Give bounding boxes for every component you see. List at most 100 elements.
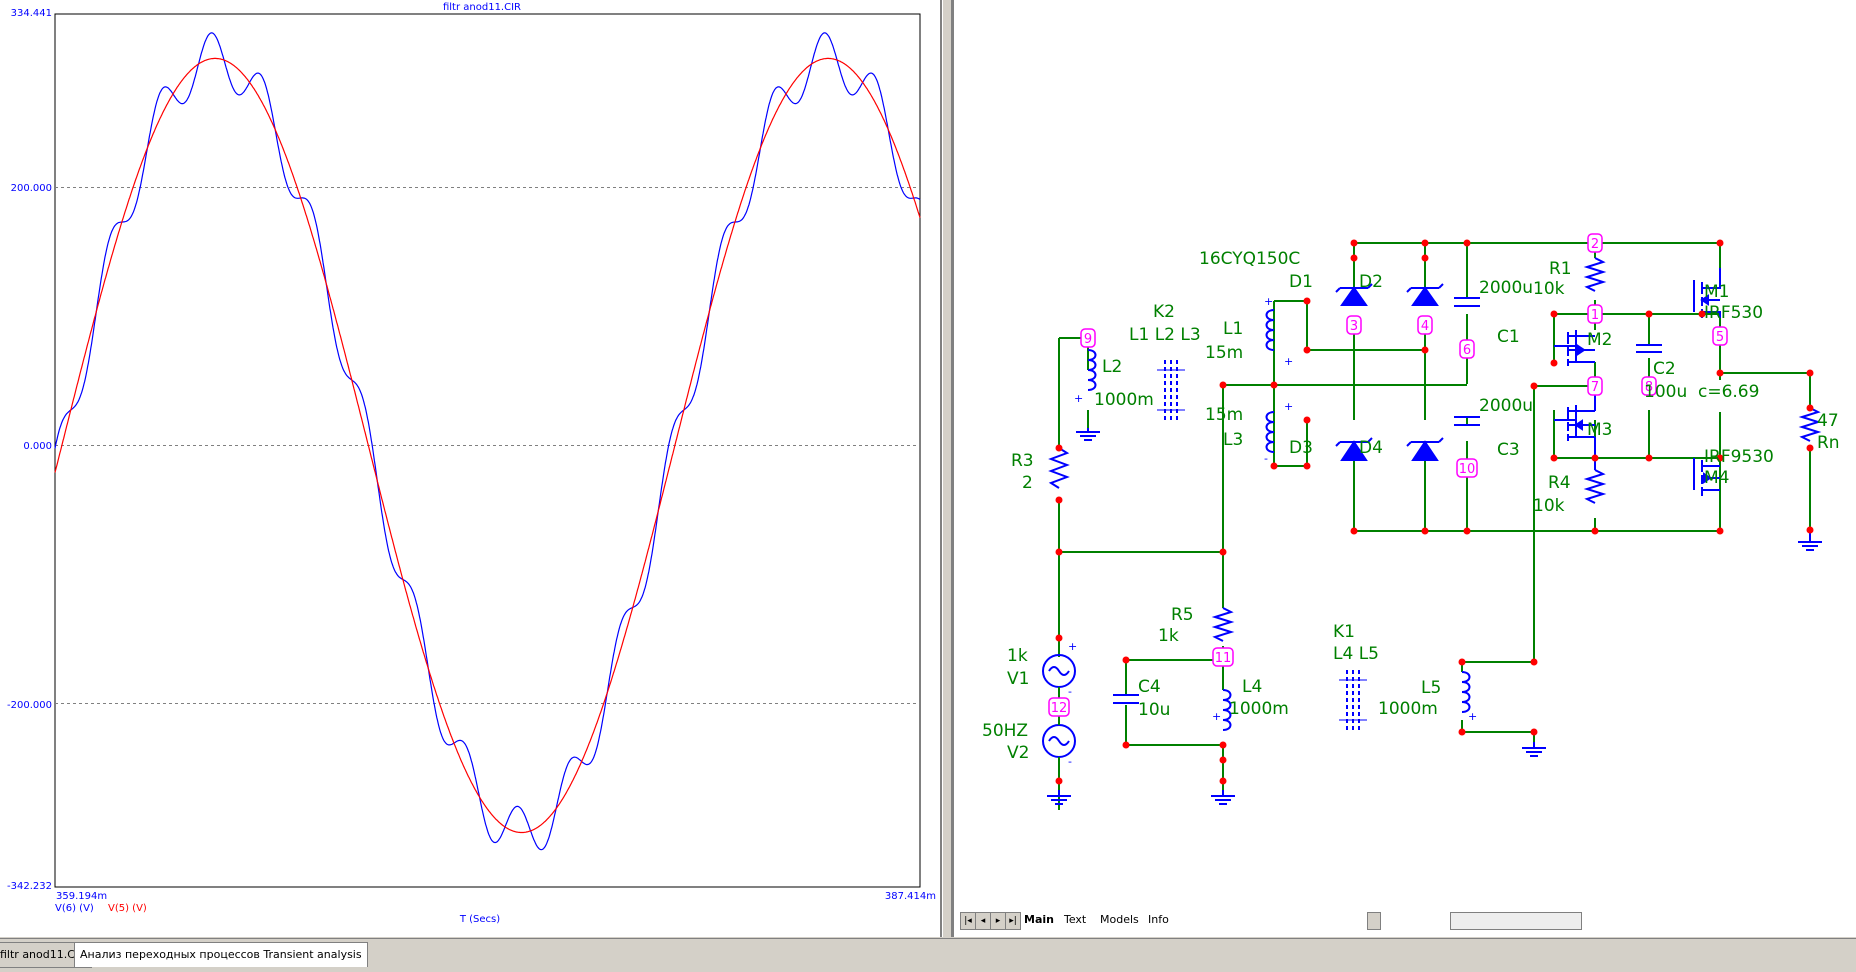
svg-text:8: 8 (1645, 380, 1653, 395)
junction-dot (1530, 658, 1538, 666)
inductor-l5[interactable] (1461, 671, 1471, 713)
svg-text:4: 4 (1421, 319, 1429, 334)
junction-dot (1270, 381, 1278, 389)
junction-dot (1806, 526, 1814, 534)
scroll-left-button[interactable] (1367, 912, 1381, 930)
label-r5: R5 (1171, 605, 1194, 625)
junction-dot (1716, 239, 1724, 247)
junction-dot (1716, 527, 1724, 535)
junction-dot (1458, 728, 1466, 736)
node-marker-2: 2 (1587, 233, 1603, 253)
pane-splitter[interactable] (942, 0, 952, 937)
resistor-r3[interactable] (1048, 447, 1070, 489)
label-r1-value: 10k (1533, 279, 1565, 299)
mosfet-m4[interactable] (1693, 458, 1720, 496)
svg-text:9: 9 (1084, 332, 1092, 347)
voltage-source-v2[interactable] (1042, 724, 1076, 758)
first-tab-button[interactable]: |◂ (960, 912, 976, 930)
label-k1-list: L4 L5 (1333, 644, 1379, 664)
next-tab-button[interactable]: ▸ (990, 912, 1006, 930)
label-l5: L5 (1421, 678, 1441, 698)
mosfet-m3[interactable] (1554, 386, 1596, 470)
svg-text:+: + (1074, 392, 1083, 405)
resistor-r4[interactable] (1583, 469, 1607, 504)
junction-dot (1055, 777, 1063, 785)
junction-dot (1303, 346, 1311, 354)
label-l1-value: 15m (1205, 343, 1243, 363)
doc-tab-transient[interactable]: Анализ переходных процессов Transient an… (74, 942, 368, 967)
label-k2-list: L1 L2 L3 (1129, 325, 1201, 345)
capacitor-c4[interactable] (1113, 694, 1139, 704)
junction-dot (1716, 454, 1724, 462)
node-marker-12: 12 (1048, 697, 1070, 717)
junction-dot (1806, 369, 1814, 377)
junction-dot (1219, 756, 1227, 764)
label-r1: R1 (1549, 259, 1572, 279)
transformer-k1-core[interactable] (1339, 670, 1367, 730)
resistor-rn[interactable] (1798, 407, 1822, 442)
x-start-label: 359.194m (56, 891, 107, 902)
svg-text:6: 6 (1463, 343, 1471, 358)
legend-v5[interactable]: V(5) (V) (108, 903, 147, 914)
inductor-l2[interactable] (1087, 349, 1097, 391)
label-l4: L4 (1242, 677, 1262, 697)
label-l1: L1 (1223, 319, 1243, 339)
prev-tab-button[interactable]: ◂ (975, 912, 991, 930)
y-tick-label: 334.441 (11, 8, 52, 19)
junction-dot (1219, 381, 1227, 389)
tab-info[interactable]: Info (1148, 913, 1169, 926)
junction-dot (1645, 454, 1653, 462)
mosfet-m2[interactable] (1554, 330, 1595, 366)
last-tab-button[interactable]: ▸| (1005, 912, 1021, 930)
inductor-l4[interactable] (1222, 689, 1232, 731)
label-k1: K1 (1333, 622, 1355, 642)
svg-text:+: + (1284, 355, 1293, 368)
junction-dot (1303, 416, 1311, 424)
junction-dot (1645, 310, 1653, 318)
voltage-source-v1[interactable] (1042, 654, 1076, 688)
label-rn-value: 47 (1817, 411, 1839, 431)
junction-dot (1463, 239, 1471, 247)
junction-dot (1055, 548, 1063, 556)
tab-models[interactable]: Models (1100, 913, 1139, 926)
diode-d3[interactable] (1335, 437, 1373, 461)
transformer-k2-core[interactable] (1157, 360, 1185, 420)
legend-v6[interactable]: V(6) (V) (55, 903, 94, 914)
inductor-l1[interactable] (1265, 309, 1275, 351)
svg-text:+: + (1264, 295, 1273, 308)
diode-d4[interactable] (1406, 437, 1444, 461)
diode-d1[interactable] (1335, 283, 1373, 306)
junction-dot (1806, 444, 1814, 452)
gridlines (55, 186, 920, 705)
junction-dot (1350, 254, 1358, 262)
tab-main[interactable]: Main (1024, 913, 1054, 926)
label-r5-value: 1k (1158, 626, 1179, 646)
junction-dot (1122, 741, 1130, 749)
label-c4-value: 10u (1138, 700, 1170, 720)
svg-text:-: - (1068, 755, 1072, 768)
tab-text[interactable]: Text (1064, 913, 1087, 926)
resistor-r5[interactable] (1211, 607, 1235, 642)
node-marker-11: 11 (1212, 647, 1234, 667)
document-tab-bar: filtr anod11.CIR Анализ переходных проце… (0, 938, 1856, 972)
component-labels: 16CYQ150C D1 D2 K2 L1 L2 L3 L1 15m 15m L… (982, 249, 1840, 763)
inductor-l3[interactable] (1265, 411, 1275, 453)
label-v2: V2 (1007, 743, 1029, 763)
junction-dot (1421, 346, 1429, 354)
plot-title: filtr anod11.CIR (443, 2, 521, 13)
capacitor-c3[interactable] (1454, 416, 1480, 426)
polarity-marks: ++ +- ++ -- ++ (1068, 295, 1477, 768)
junction-dot (1698, 310, 1706, 318)
label-c1: C1 (1497, 327, 1520, 347)
resistor-r1[interactable] (1583, 257, 1607, 292)
diode-d2[interactable] (1406, 283, 1444, 306)
horizontal-scrollbar-thumb[interactable] (1450, 912, 1582, 930)
capacitor-c1[interactable] (1454, 297, 1480, 307)
capacitor-c2[interactable] (1636, 344, 1662, 353)
label-c2: C2 (1653, 359, 1676, 379)
label-l3: L3 (1223, 430, 1243, 450)
junction-dot (1421, 254, 1429, 262)
